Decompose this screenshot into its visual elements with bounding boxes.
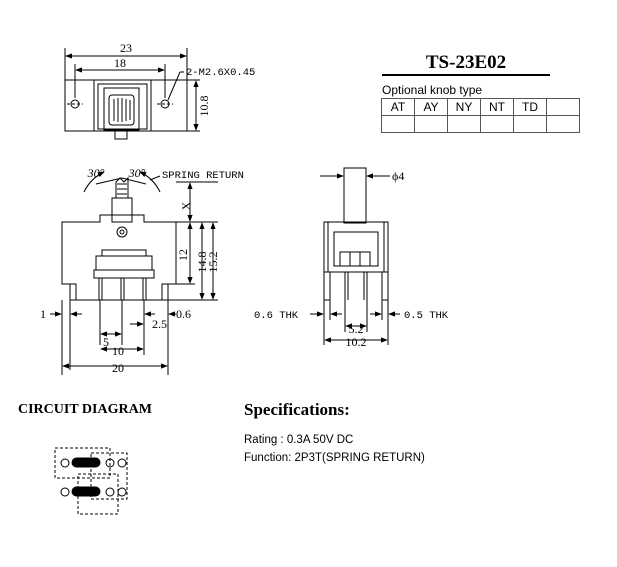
- knob-cell: AT: [381, 98, 415, 116]
- knob-cell: NY: [447, 98, 481, 116]
- knob-cell: [546, 98, 580, 116]
- screw-note: 2-M2.6X0.45: [186, 67, 255, 79]
- knob-type-table: AT AY NY NT TD: [381, 98, 580, 133]
- top-view: [64, 48, 200, 140]
- specifications-heading: Specifications:: [244, 400, 350, 419]
- knob-cell: NT: [480, 98, 514, 116]
- knob-type-heading: Optional knob type: [382, 83, 483, 97]
- spring-return-note: SPRING RETURN: [162, 170, 244, 182]
- spec-function: Function: 2P3T(SPRING RETURN): [244, 452, 425, 464]
- dim-20: 20: [112, 361, 124, 375]
- knob-cell-empty: [414, 115, 448, 133]
- knob-cell-empty: [546, 115, 580, 133]
- dim-x: X: [179, 201, 193, 210]
- dim-10: 10: [112, 344, 124, 358]
- dim-5-2: 5.2: [349, 322, 364, 336]
- circuit-diagram-heading: CIRCUIT DIAGRAM: [18, 402, 152, 417]
- angle-right: 30°: [128, 166, 146, 180]
- knob-cell-empty: [447, 115, 481, 133]
- dim-5: 5: [103, 335, 109, 349]
- dim-0-6: 0.6: [176, 307, 191, 321]
- dimension-labels: 23 18 2-M2.6X0.45 10.8 30° 30° SPRING RE…: [40, 41, 449, 375]
- dim-15-2: 15.2: [206, 252, 220, 273]
- knob-cell-empty: [381, 115, 415, 133]
- angle-left: 30°: [87, 166, 105, 180]
- dim-1: 1: [40, 307, 46, 321]
- dim-10-2: 10.2: [346, 335, 367, 349]
- dim-10-8: 10.8: [197, 96, 211, 117]
- dim-14-8: 14.8: [195, 252, 209, 273]
- dim-23: 23: [120, 41, 132, 55]
- dim-phi4: ϕ4: [392, 169, 404, 183]
- title-underline: [382, 74, 550, 76]
- knob-cell-empty: [480, 115, 514, 133]
- knob-cell-empty: [513, 115, 547, 133]
- circuit-diagram: [54, 447, 128, 515]
- front-view: [50, 171, 218, 375]
- part-number-title: TS-23E02: [425, 52, 507, 73]
- side-view: [310, 167, 400, 345]
- dim-2-5: 2.5: [152, 317, 167, 331]
- thk-left: 0.6 THK: [254, 310, 299, 322]
- spec-rating: Rating : 0.3A 50V DC: [244, 434, 354, 446]
- knob-cell: TD: [513, 98, 547, 116]
- thk-right: 0.5 THK: [404, 310, 449, 322]
- dim-18: 18: [114, 56, 126, 70]
- knob-cell: AY: [414, 98, 448, 116]
- dim-12: 12: [176, 249, 190, 261]
